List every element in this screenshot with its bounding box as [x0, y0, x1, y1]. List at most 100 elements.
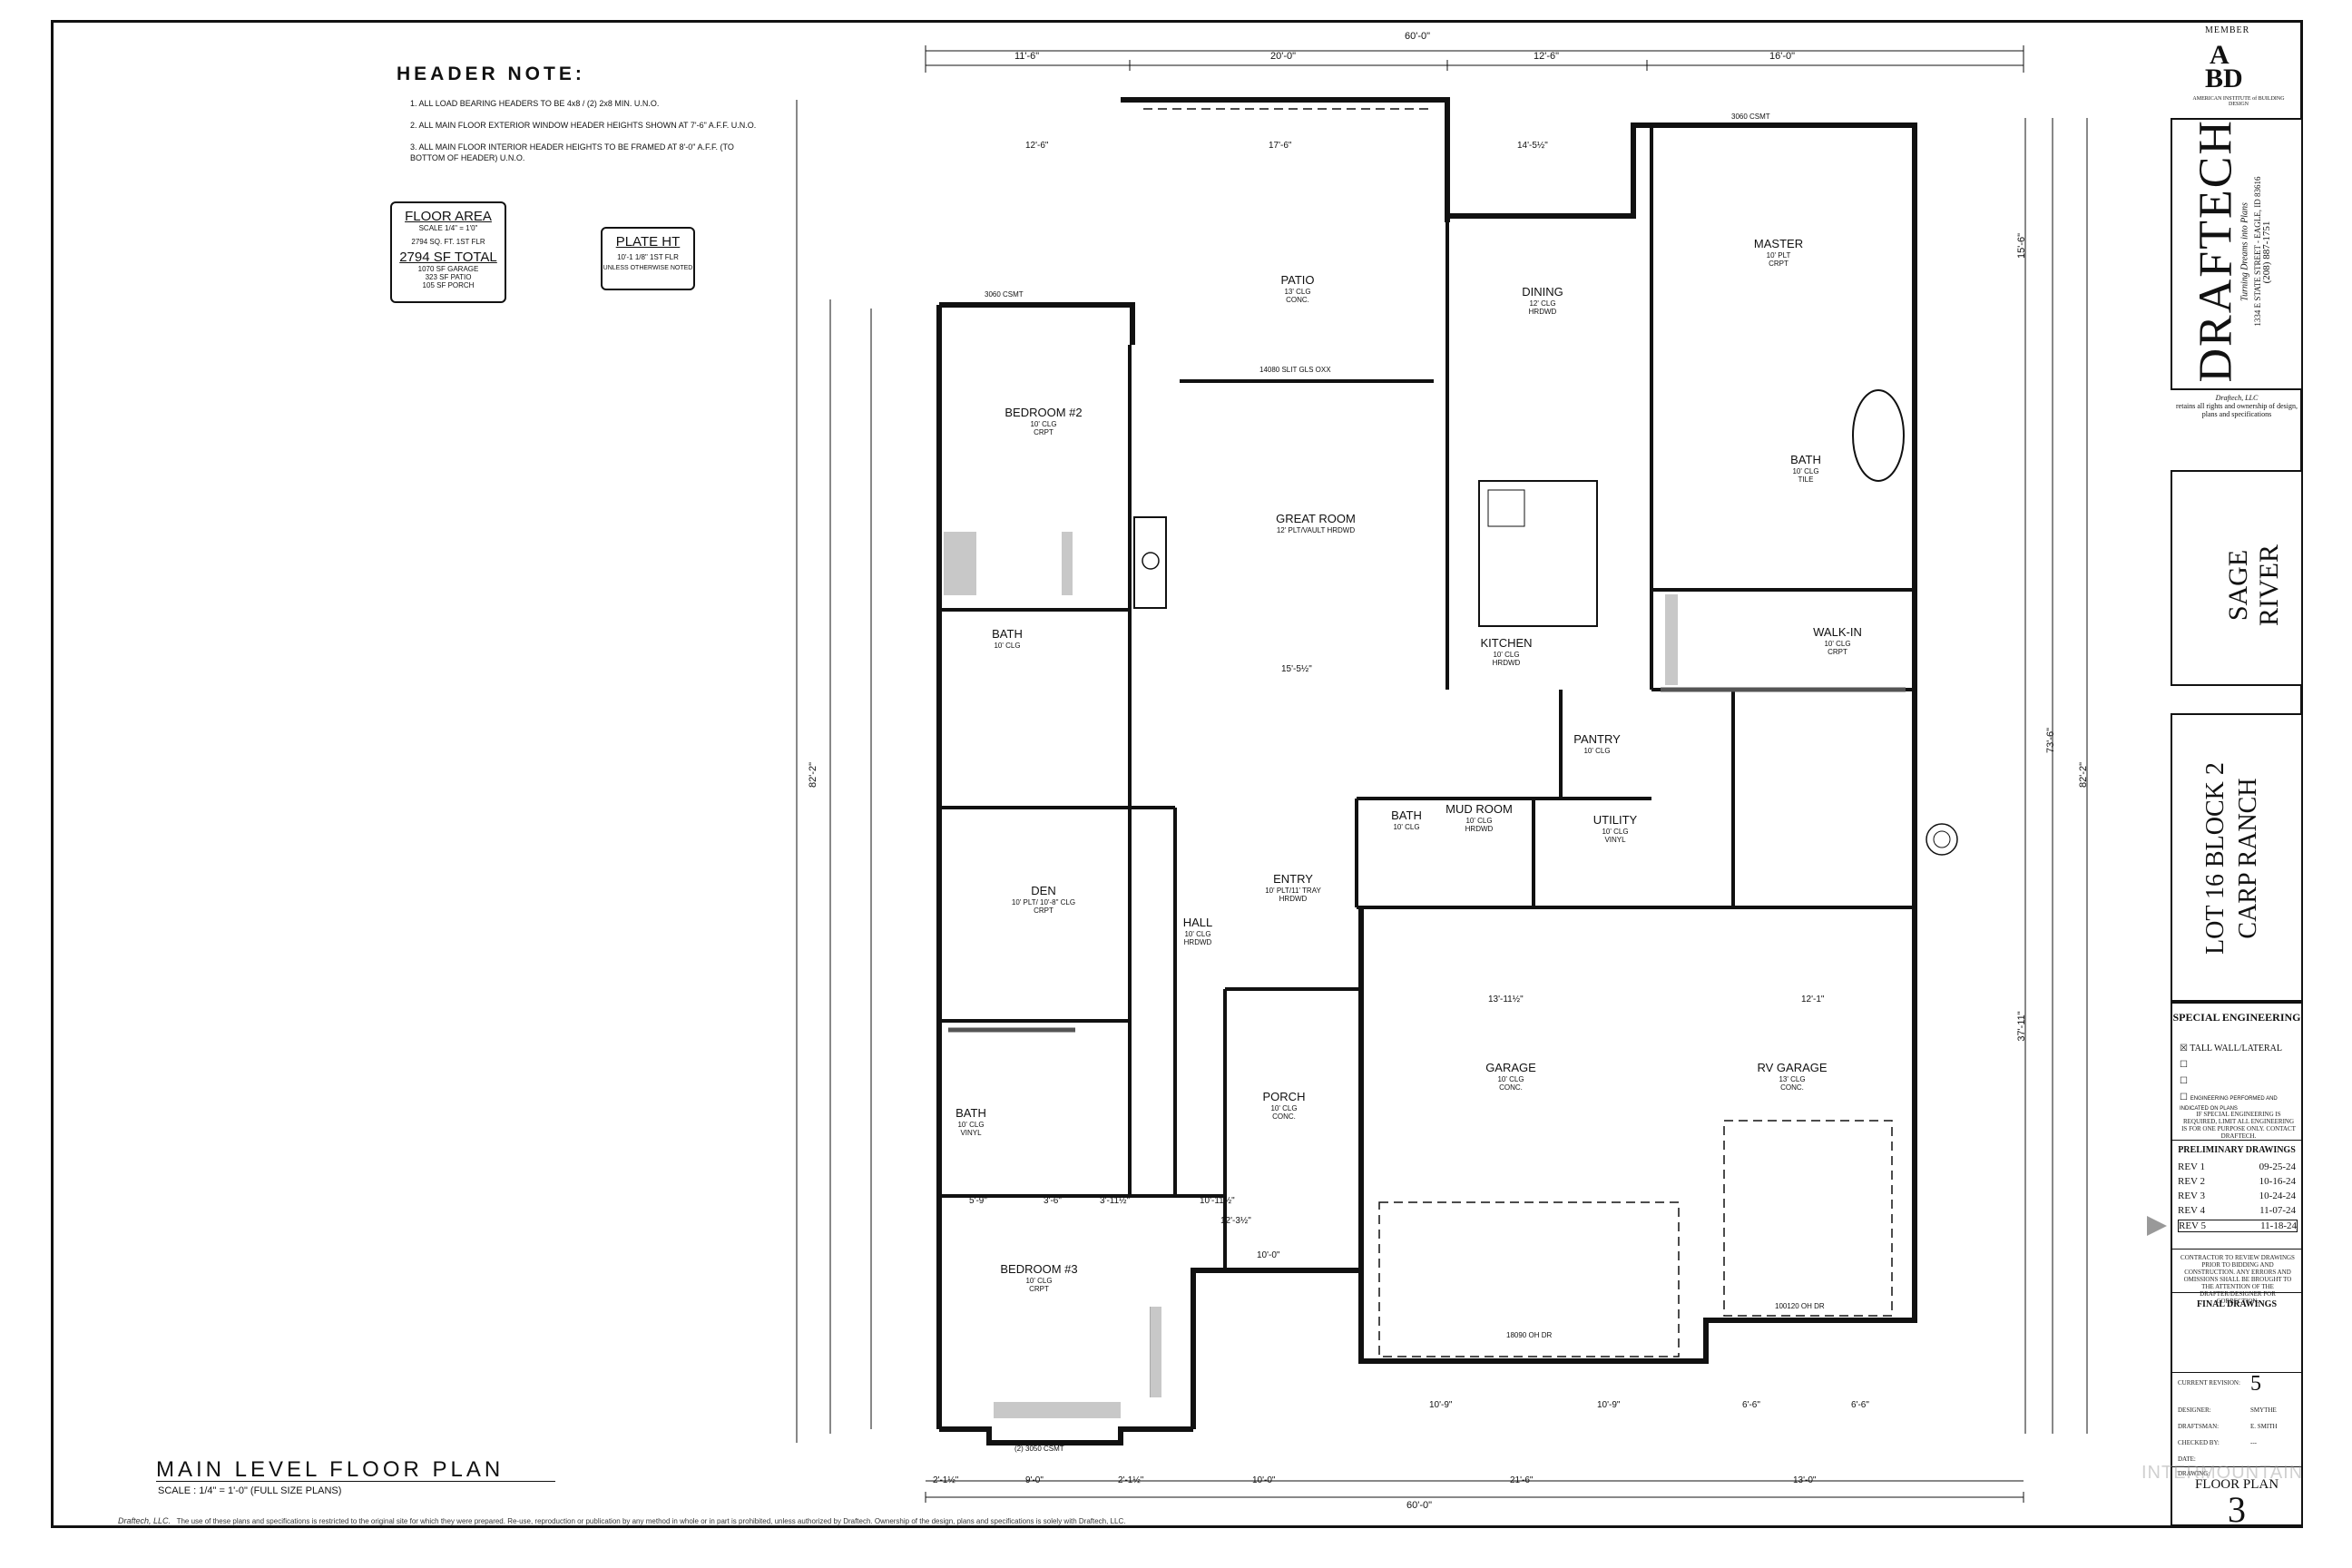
special-eng-checkbox: ☐	[2180, 1060, 2188, 1070]
dim-top-overall: 60'-0"	[1405, 31, 1431, 42]
draftsman-value: E. SMITH	[2250, 1423, 2278, 1430]
plan-title-underline	[156, 1481, 555, 1482]
header-note-item: 3. ALL MAIN FLOOR INTERIOR HEADER HEIGHT…	[410, 142, 734, 162]
dim-top-seg: 20'-0"	[1270, 51, 1297, 62]
dim-misc: 12'-3½"	[1220, 1216, 1251, 1226]
contractor-note: CONTRACTOR TO REVIEW DRAWINGS PRIOR TO B…	[2180, 1254, 2295, 1305]
current-rev-label: CURRENT REVISION:	[2178, 1379, 2240, 1387]
footer-company: Draftech, LLC.	[118, 1516, 172, 1525]
callout-garage-door: 18090 OH DR	[1506, 1331, 1553, 1339]
dim-right-seg: 37'-11"	[2016, 1011, 2027, 1042]
dim-misc: 17'-6"	[1269, 141, 1292, 151]
dim-misc: 6'-6"	[1851, 1400, 1869, 1410]
checked-label: CHECKED BY:	[2178, 1439, 2220, 1446]
dim-misc: 6'-6"	[1742, 1400, 1760, 1410]
header-note-item: 2. ALL MAIN FLOOR EXTERIOR WINDOW HEADER…	[410, 121, 757, 130]
floor-area-porch: 105 SF PORCH	[422, 281, 475, 289]
dim-right-overall: 82'-2"	[2078, 761, 2089, 789]
dim-misc: 12'-6"	[1025, 141, 1049, 151]
dim-left-overall: 82'-2"	[808, 761, 818, 789]
plan-title: MAIN LEVEL FLOOR PLAN	[156, 1457, 505, 1482]
floor-area-first: 2794 SQ. FT. 1ST FLR	[411, 238, 485, 246]
final-title: FINAL DRAWINGS	[2196, 1299, 2278, 1309]
special-eng-title: SPECIAL ENGINEERING	[2172, 1011, 2301, 1024]
dim-misc: 3'-6"	[1044, 1196, 1062, 1206]
floor-area-garage: 1070 SF GARAGE	[417, 265, 479, 273]
plate-ht-title: PLATE HT	[615, 234, 681, 250]
dim-bottom-seg: 13'-0"	[1793, 1475, 1817, 1485]
aibd-name: AMERICAN INSTITUTE of BUILDING DESIGN	[2192, 96, 2285, 107]
project-name-line1: SAGE	[2223, 549, 2253, 622]
company-phone: (208) 887-1751	[2261, 220, 2272, 284]
plate-ht-value: 10'-1 1/8" 1ST FLR	[617, 253, 679, 261]
lot-line1: LOT 16 BLOCK 2	[2201, 762, 2230, 955]
dim-bottom-seg: 10'-0"	[1252, 1475, 1276, 1485]
footer-note: Draftech, LLC. The use of these plans an…	[118, 1516, 1298, 1525]
dim-misc: 3'-11½"	[1100, 1196, 1131, 1206]
current-revision-arrow-icon	[2147, 1216, 2167, 1236]
dim-bottom-seg: 2'-1½"	[1118, 1475, 1144, 1485]
drawing-name: FLOOR PLAN	[2194, 1477, 2279, 1492]
callout-bed2-windows: 3060 CSMT	[985, 290, 1024, 299]
dim-misc: 14'-5½"	[1517, 141, 1548, 151]
floor-area-scale: SCALE 1/4" = 1'0"	[418, 224, 478, 232]
dim-top-seg: 12'-6"	[1534, 51, 1560, 62]
floor-area-total: 2794 SF TOTAL	[399, 250, 497, 265]
dim-bottom-overall: 60'-0"	[1406, 1500, 1433, 1511]
special-eng-note: IF SPECIAL ENGINEERING IS REQUIRED, LIMI…	[2181, 1111, 2296, 1140]
dim-misc: 10'-9"	[1597, 1400, 1621, 1410]
callout-master-windows: 3060 CSMT	[1731, 113, 1770, 121]
floor-area-title: FLOOR AREA	[405, 209, 492, 224]
special-eng-item: ☒ TALL WALL/LATERAL	[2180, 1044, 2282, 1054]
dim-misc: 10'-11½"	[1200, 1196, 1235, 1206]
dim-right-seg: 15'-6"	[2016, 232, 2027, 260]
dim-misc: 5'-9"	[969, 1196, 987, 1206]
dim-bottom-seg: 21'-6"	[1510, 1475, 1534, 1485]
company-rights: retains all rights and ownership of desi…	[2176, 402, 2298, 418]
aibd-member: MEMBER	[2205, 25, 2250, 35]
company-panel: DRAFTECH Turning Dreams into Plans 1334 …	[2171, 118, 2303, 390]
current-rev-value: 5	[2250, 1372, 2261, 1396]
dim-top-seg: 11'-6"	[1014, 51, 1040, 62]
dim-right-seg: 73'-6"	[2045, 727, 2056, 754]
dim-top-seg: 16'-0"	[1769, 51, 1796, 62]
special-eng-checkbox: ☐	[2180, 1076, 2188, 1086]
revision-panel: SPECIAL ENGINEERING ☒ TALL WALL/LATERAL …	[2171, 1002, 2303, 1530]
plate-ht-note: UNLESS OTHERWISE NOTED	[603, 265, 693, 271]
aibd-logo-a: A	[2210, 40, 2230, 70]
dim-bottom-seg: 2'-1½"	[933, 1475, 959, 1485]
date-label: DATE:	[2178, 1455, 2196, 1463]
drawing-label: DRAWING:	[2178, 1470, 2210, 1477]
sheet-number: 3	[2228, 1489, 2246, 1530]
footer-text: The use of these plans and specification…	[176, 1517, 1126, 1525]
company-rights-block: Draftech, LLC retains all rights and own…	[2171, 394, 2303, 418]
floor-area-box: FLOOR AREA SCALE 1/4" = 1'0" 2794 SQ. FT…	[390, 201, 506, 303]
prelim-title: PRELIMINARY DRAWINGS	[2178, 1145, 2296, 1155]
callout-bed3-window: (2) 3050 CSMT	[1014, 1445, 1064, 1453]
company-tagline: Turning Dreams into Plans	[2239, 202, 2250, 301]
floor-plan-drawing	[796, 45, 2088, 1503]
plan-scale: SCALE : 1/4" = 1'-0" (FULL SIZE PLANS)	[158, 1485, 342, 1496]
plate-ht-box: PLATE HT 10'-1 1/8" 1ST FLR UNLESS OTHER…	[601, 227, 695, 290]
header-note-item: 1. ALL LOAD BEARING HEADERS TO BE 4x8 / …	[410, 99, 660, 108]
dim-misc: 15'-5½"	[1281, 664, 1312, 674]
dim-misc: 13'-11½"	[1488, 995, 1524, 1004]
floor-area-patio: 323 SF PATIO	[425, 273, 472, 281]
aibd-logo-bd: BD	[2205, 64, 2243, 93]
